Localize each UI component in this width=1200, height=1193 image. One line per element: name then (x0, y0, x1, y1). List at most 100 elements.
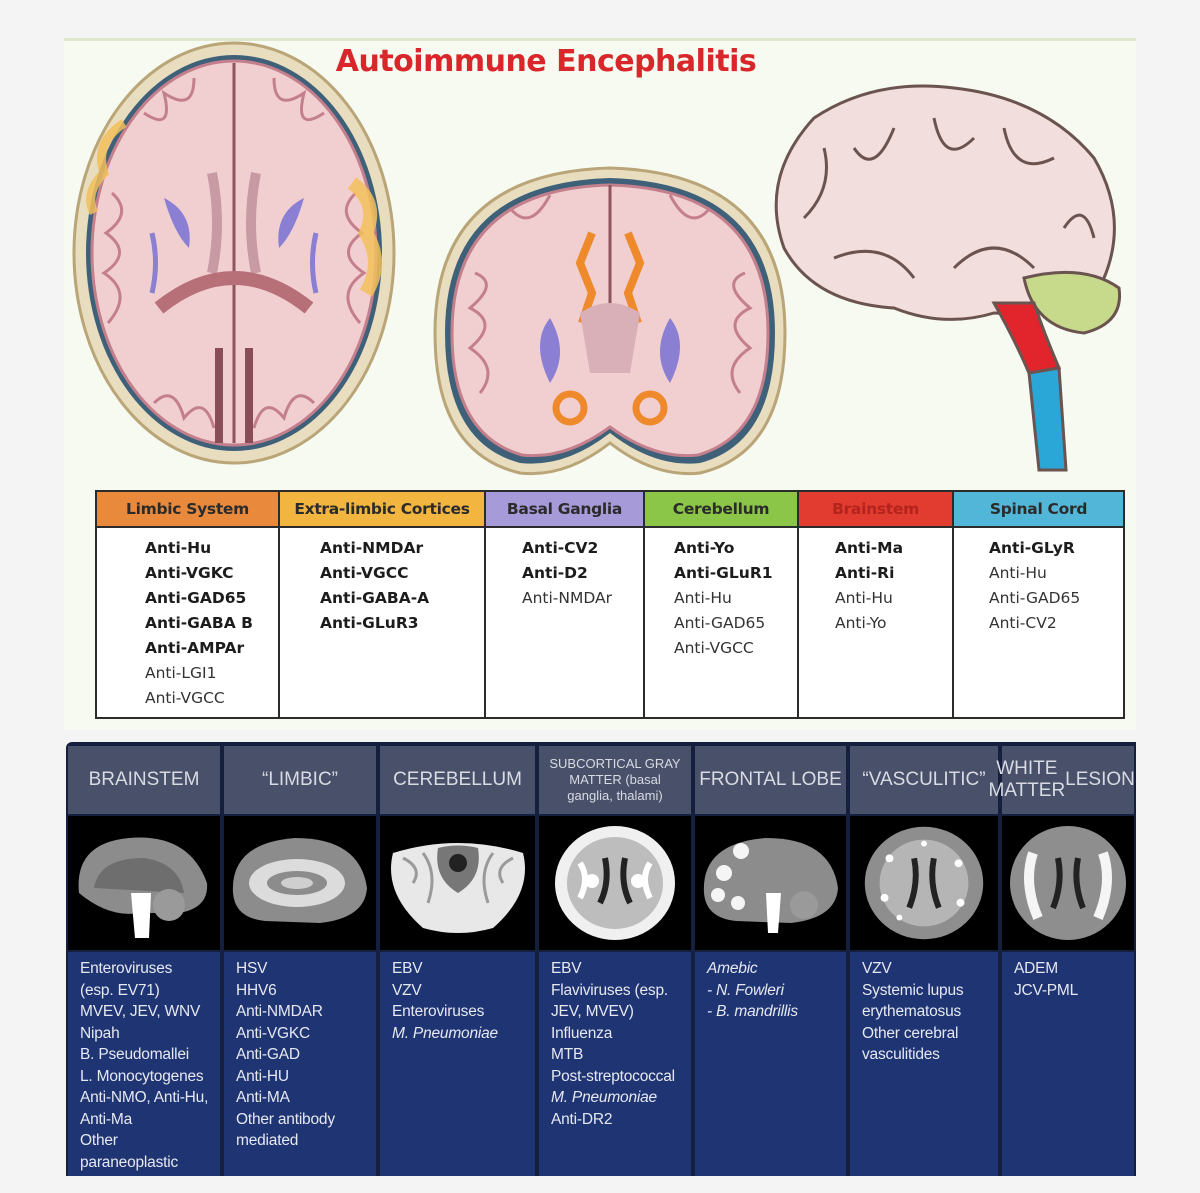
pattern-header-line: “LIMBIC” (262, 769, 338, 790)
etiology-item: Influenza (551, 1024, 613, 1042)
etiology-item: Systemic lupus (862, 981, 964, 999)
coronal-brain-section (433, 166, 787, 476)
table-header: Extra-limbic Cortices (280, 492, 484, 528)
etiology-item: MVEV, JEV, WNV (80, 1003, 201, 1020)
table-header: Spinal Cord (954, 492, 1123, 528)
pattern-header-line: ganglia, thalami) (567, 788, 663, 803)
antibody-item: Anti-NMDAr (522, 589, 613, 607)
etiology-item: - B. mandrillis (707, 1003, 798, 1020)
etiology-item: EBV (551, 960, 582, 977)
etiology-item: (esp. EV71) (80, 981, 160, 999)
table-header: Brainstem (799, 492, 952, 528)
antibody-item: Anti-Hu (674, 589, 732, 607)
antibody-item: Anti-NMDAr (320, 539, 424, 557)
etiology-item: Other (80, 1132, 118, 1149)
antibody-item: Anti-VGCC (674, 639, 754, 657)
etiology-item: vasculitides (862, 1046, 940, 1063)
etiology-item: L. Monocytogenes (80, 1067, 204, 1085)
antibody-item: Anti-Ma (835, 539, 904, 557)
antibody-item: Anti-Ri (835, 564, 895, 582)
antibody-item: Anti-CV2 (522, 539, 599, 557)
etiology-item: HSV (236, 960, 268, 977)
etiology-item: paraneoplastic (80, 1153, 179, 1171)
antibody-item: Anti-CV2 (989, 614, 1057, 632)
pattern-header-line: CEREBELLUM (393, 769, 522, 790)
sagittal-frontal-mri (695, 816, 846, 950)
pattern-header: CEREBELLUM (380, 746, 535, 814)
etiology-item: - N. Fowleri (707, 981, 784, 999)
etiology-item: Anti-NMDAR (236, 1003, 323, 1020)
etiology-item: mediated (236, 1132, 299, 1149)
antibody-item: Anti-GLuR3 (320, 614, 419, 632)
etiology-item: EBV (392, 960, 423, 977)
etiology-item: Nipah (80, 1024, 120, 1042)
axial-cerebellum-mri (380, 816, 535, 950)
antibody-item: Anti-D2 (522, 564, 588, 582)
etiology-item: VZV (392, 981, 422, 999)
antibody-item: Anti-Hu (145, 539, 212, 557)
antibody-item: Anti-AMPAr (145, 639, 245, 657)
sagittal-limbic-mri (224, 816, 376, 950)
pattern-column: WHITE MATTERLESIONSADEMJCV-PML (988, 742, 1136, 1176)
etiology-item: Other cerebral (862, 1024, 959, 1042)
pattern-header-line: FRONTAL LOBE (699, 769, 842, 790)
pattern-header: BRAINSTEM (68, 746, 220, 814)
etiology-item: Anti-GAD (236, 1046, 300, 1063)
pattern-header-line: WHITE MATTER (988, 758, 1066, 801)
etiology-item: JEV, MVEV) (551, 1003, 634, 1020)
table-header: Basal Ganglia (486, 492, 643, 528)
antibody-item: Anti-GAD65 (989, 589, 1081, 607)
etiology-item: Enteroviruses (392, 1003, 485, 1020)
pattern-column: FRONTAL LOBE Amebic - N. Fowleri - B. mandr… (693, 742, 848, 1176)
pattern-header: “LIMBIC” (224, 746, 376, 814)
etiology-item: Anti-MA (236, 1089, 290, 1106)
antibody-item: Anti-VGKC (145, 564, 234, 582)
sagittal-brainstem-mri (68, 816, 220, 950)
axial-vasculitic-mri (850, 816, 998, 950)
antibody-item: Anti-GABA-A (320, 589, 430, 607)
etiology-item: MTB (551, 1046, 584, 1063)
pattern-header-line: MATTER (basal (569, 772, 661, 787)
etiology-list: ADEM JCV-PML (1002, 952, 1134, 1176)
etiology-list: Amebic - N. Fowleri - B. mandrillis (695, 952, 846, 1176)
etiology-item: HHV6 (236, 981, 277, 999)
etiology-item: B. Pseudomallei (80, 1046, 190, 1063)
antibody-item: Anti-Yo (835, 614, 887, 632)
pattern-header-line: “VASCULITIC” (862, 769, 986, 790)
table-header: Limbic System (97, 492, 278, 528)
table-header: Cerebellum (645, 492, 797, 528)
etiology-item: Anti-HU (236, 1067, 289, 1085)
etiology-item: Anti-Ma (80, 1110, 133, 1128)
antibody-item: Anti-GABA B (145, 614, 253, 632)
antibody-item: Anti-GLyR (989, 539, 1075, 557)
etiology-item: ADEM (1014, 960, 1058, 977)
etiology-item: Amebic (707, 960, 758, 977)
etiology-item: JCV-PML (1014, 981, 1079, 999)
etiology-item: Anti-VGKC (236, 1024, 310, 1042)
pattern-header: FRONTAL LOBE (695, 746, 846, 814)
antibody-item: Anti-Hu (989, 564, 1047, 582)
axial-subcortical-mri (539, 816, 691, 950)
pattern-header-line: BRAINSTEM (88, 769, 200, 790)
axial-white-matter-mri (1002, 816, 1134, 950)
antibody-item: Anti-LGI1 (145, 664, 217, 682)
lateral-brain-with-spinal-cord (774, 84, 1122, 472)
pattern-header-line: SUBCORTICAL GRAY (549, 756, 681, 771)
etiology-item: Post-streptococcal (551, 1067, 675, 1085)
